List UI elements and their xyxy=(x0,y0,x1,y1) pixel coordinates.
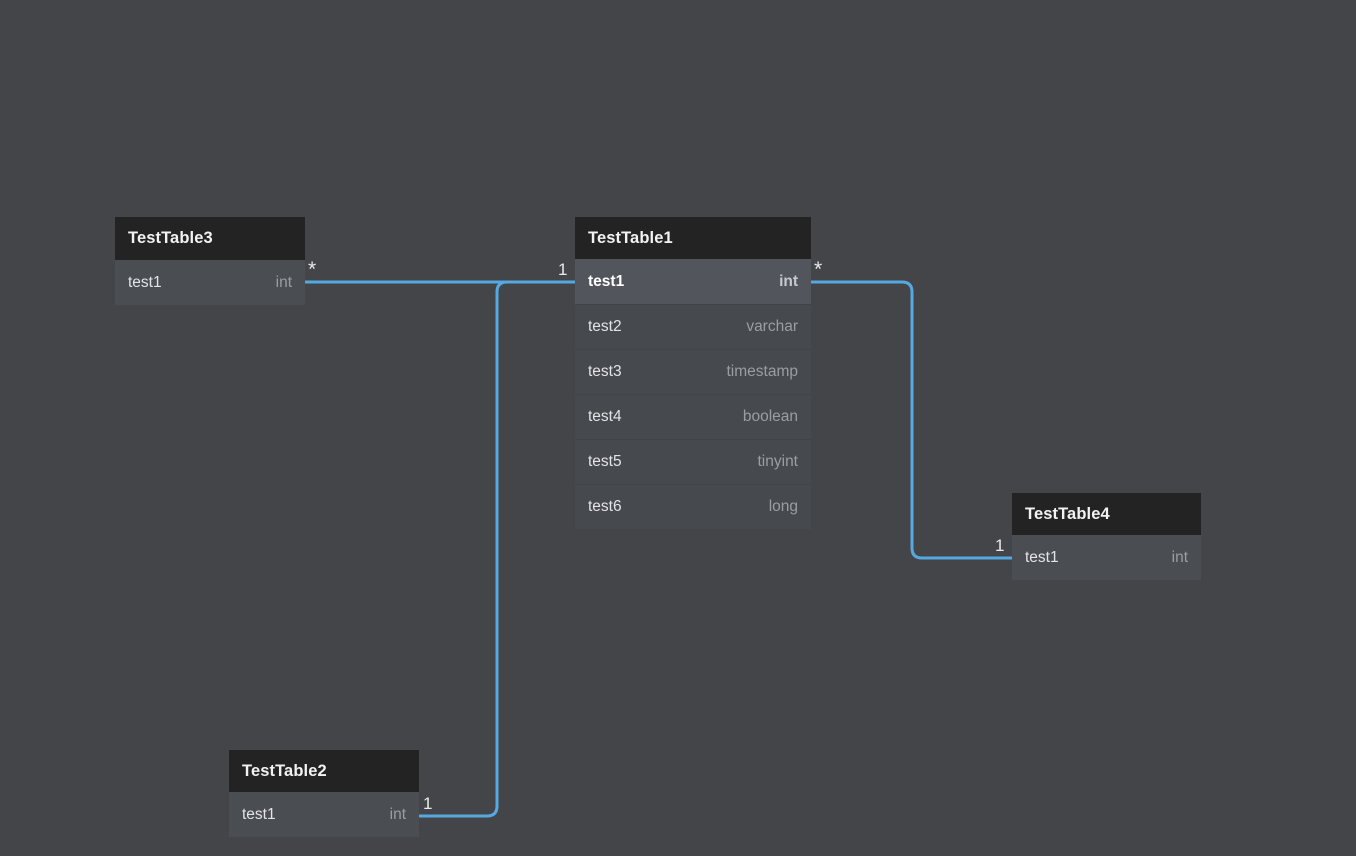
cardinality-label: 1 xyxy=(423,794,433,813)
relationship-edge[interactable] xyxy=(417,280,577,818)
cardinality-label: * xyxy=(814,258,823,281)
cardinality-label: * xyxy=(308,258,317,281)
attribute-type: int xyxy=(1171,548,1188,566)
attribute-row[interactable]: test6 long xyxy=(575,484,811,529)
attribute-type: timestamp xyxy=(726,363,799,380)
attribute-type: long xyxy=(768,498,798,515)
attribute-name: test2 xyxy=(588,318,622,335)
entity-table-testtable1[interactable]: TestTable1 test1 int test2 varchar test3 times… xyxy=(575,217,811,529)
cardinality-label: 1 xyxy=(558,260,568,279)
attribute-name: test6 xyxy=(588,498,622,515)
attribute-row[interactable]: test4 boolean xyxy=(575,394,811,439)
attribute-row[interactable]: test1 int xyxy=(115,260,305,305)
entity-attribute-list: test1 int test2 varchar test3 timestamp test4 b… xyxy=(575,259,811,529)
entity-attribute-list: test1 int xyxy=(1012,535,1201,580)
attribute-name: test4 xyxy=(588,408,622,425)
attribute-type: int xyxy=(389,805,406,823)
attribute-type: int xyxy=(275,273,292,291)
attribute-row[interactable]: test2 varchar xyxy=(575,304,811,349)
attribute-row[interactable]: test5 tinyint xyxy=(575,439,811,484)
attribute-row[interactable]: test1 int xyxy=(1012,535,1201,580)
entity-title[interactable]: TestTable2 xyxy=(229,750,419,792)
entity-attribute-list: test1 int xyxy=(115,260,305,305)
entity-table-testtable3[interactable]: TestTable3 test1 int xyxy=(115,217,305,305)
entity-title[interactable]: TestTable3 xyxy=(115,217,305,260)
attribute-name: test5 xyxy=(588,453,622,470)
attribute-name: test3 xyxy=(588,363,622,380)
attribute-name: test1 xyxy=(588,272,625,290)
entity-table-testtable4[interactable]: TestTable4 test1 int xyxy=(1012,493,1201,580)
attribute-type: int xyxy=(779,272,798,290)
entity-title[interactable]: TestTable4 xyxy=(1012,493,1201,535)
entity-title[interactable]: TestTable1 xyxy=(575,217,811,259)
attribute-type: tinyint xyxy=(757,453,799,470)
attribute-row[interactable]: test1 int xyxy=(229,792,419,837)
attribute-name: test1 xyxy=(1025,548,1059,566)
relationship-edge[interactable] xyxy=(809,280,1014,560)
attribute-name: test1 xyxy=(242,805,276,823)
attribute-row-primary-key[interactable]: test1 int xyxy=(575,259,811,304)
attribute-type: varchar xyxy=(746,318,798,335)
attribute-type: boolean xyxy=(742,408,798,425)
attribute-row[interactable]: test3 timestamp xyxy=(575,349,811,394)
cardinality-label: 1 xyxy=(995,536,1005,555)
entity-attribute-list: test1 int xyxy=(229,792,419,837)
entity-table-testtable2[interactable]: TestTable2 test1 int xyxy=(229,750,419,837)
attribute-name: test1 xyxy=(128,273,162,291)
